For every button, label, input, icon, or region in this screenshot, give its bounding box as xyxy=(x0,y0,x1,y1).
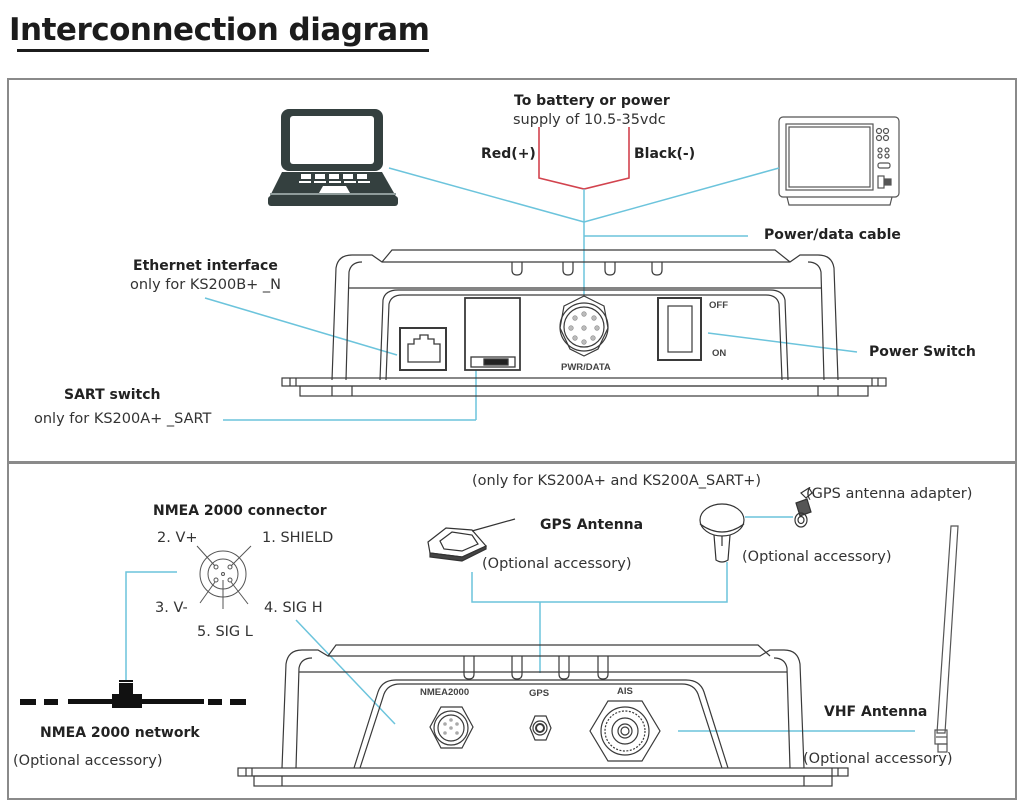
gps-mushroom-optional-note: (Optional accessory) xyxy=(742,549,892,565)
ais-unit-rear-view xyxy=(281,249,887,397)
sart-switch xyxy=(464,297,521,371)
page-title: Interconnection diagram xyxy=(9,12,430,48)
sart-switch-heading: SART switch xyxy=(64,387,161,403)
ais-port xyxy=(589,700,661,762)
red-wire-label: Red(+) xyxy=(481,146,536,162)
pwr-data-connector xyxy=(559,295,609,357)
gps-availability-note: (only for KS200A+ and KS200A_SART+) xyxy=(472,473,762,489)
nmea2000-port xyxy=(429,706,474,749)
black-wire-label: Black(-) xyxy=(634,146,696,162)
gps-adapter-label: (GPS antenna adapter) xyxy=(806,486,973,502)
switch-on-label: ON xyxy=(712,348,727,359)
bottom-panel xyxy=(7,462,1017,800)
title-underline xyxy=(17,49,429,52)
nmea-pin-1: 1. SHIELD xyxy=(262,530,334,546)
ais-port-label: AIS xyxy=(617,686,633,697)
gps-mushroom-antenna-icon xyxy=(699,503,745,563)
nmea-pin-5: 5. SIG L xyxy=(197,624,253,640)
nmea-network-note: (Optional accessory) xyxy=(13,753,163,769)
sart-switch-note: only for KS200A+ _SART xyxy=(34,411,212,427)
nmea-pin-3: 3. V- xyxy=(155,600,188,616)
switch-off-label: OFF xyxy=(709,300,728,311)
nmea-network-heading: NMEA 2000 network xyxy=(40,725,200,741)
gps-port xyxy=(529,715,552,741)
ethernet-port xyxy=(399,327,447,371)
nmea2000-port-label: NMEA2000 xyxy=(420,687,470,698)
pwr-data-port-label: PWR/DATA xyxy=(561,362,611,373)
laptop-icon xyxy=(268,109,398,206)
nmea-network-cable-icon xyxy=(20,680,246,708)
power-switch-label: Power Switch xyxy=(869,344,976,360)
ethernet-interface-heading: Ethernet interface xyxy=(133,258,278,274)
nmea-connector-heading: NMEA 2000 connector xyxy=(153,503,327,519)
gps-antenna-adapter-icon xyxy=(794,487,813,528)
nmea-pin-2: 2. V+ xyxy=(157,530,198,546)
top-leader-lines xyxy=(204,167,858,421)
display-icon xyxy=(778,116,900,206)
power-data-cable-label: Power/data cable xyxy=(764,227,901,243)
power-source-subheading: supply of 10.5-35vdc xyxy=(513,112,666,128)
vhf-antenna-icon xyxy=(934,525,959,753)
gps-puck-antenna-icon xyxy=(427,518,516,562)
ais-unit-front-view xyxy=(237,644,849,787)
vhf-antenna-note: (Optional accessory) xyxy=(803,751,953,767)
vhf-antenna-heading: VHF Antenna xyxy=(824,704,928,720)
power-source-heading: To battery or power xyxy=(514,93,670,109)
power-wires xyxy=(538,127,630,190)
gps-port-label: GPS xyxy=(529,688,550,699)
gps-antenna-heading: GPS Antenna xyxy=(540,517,644,533)
ethernet-interface-note: only for KS200B+ _N xyxy=(130,277,282,293)
gps-puck-optional-note: (Optional accessory) xyxy=(482,556,632,572)
power-switch-rocker xyxy=(657,297,702,361)
nmea-pin-4: 4. SIG H xyxy=(264,600,323,616)
nmea-connector-pinout xyxy=(196,545,252,609)
